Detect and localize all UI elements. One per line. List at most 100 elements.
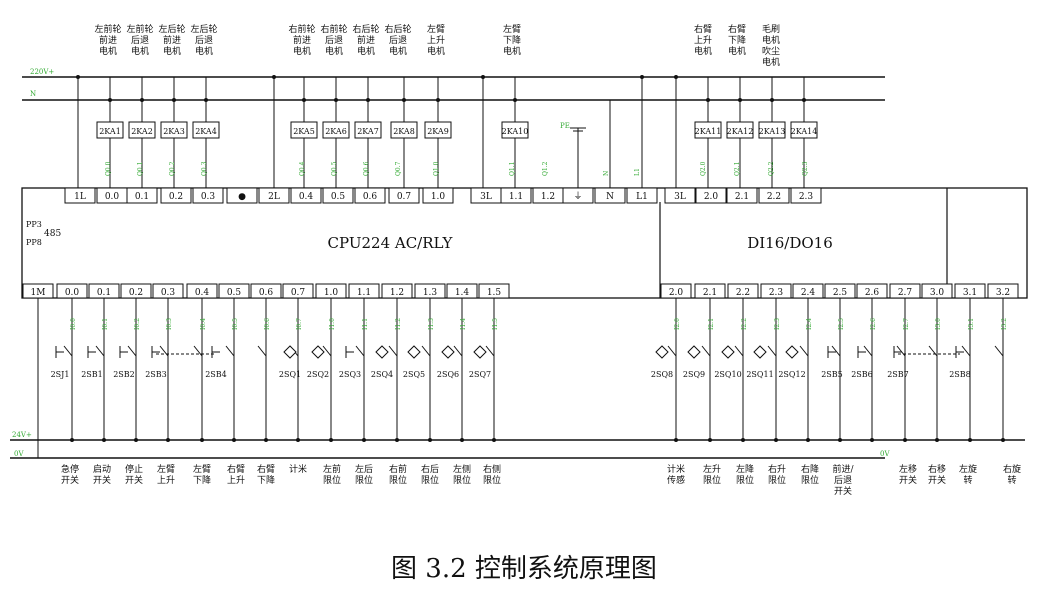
output-wire-label: L1 [634,168,641,176]
output-terminal [500,187,532,204]
input-terminal-label: 0.7 [291,288,306,298]
output-terminal [290,187,322,204]
device-label: 2SB3 [145,370,167,379]
switch-contact [994,345,1004,357]
plc-port-2: PP8 [26,238,42,247]
junction-dot [770,98,774,102]
input-wire-label: I2.2 [741,318,748,330]
output-wire-label: Q0.4 [299,161,306,176]
input-terminal-label: 2.4 [801,288,816,298]
junction-dot [366,98,370,102]
motor-label: 右臂下降电机 [728,23,746,57]
input-wire-label: I2.3 [774,318,781,330]
junction-dot [402,98,406,102]
device-label: 2SB4 [205,370,227,379]
input-terminal-label: 3.2 [996,288,1010,298]
output-terminal [695,187,727,204]
input-wire-label: I1.2 [395,318,402,330]
input-wire-label: I3.1 [968,318,975,330]
bottom-label: 右移开关 [928,463,946,486]
input-wire-label: I3.2 [1001,318,1008,330]
input-terminal-label: 0.4 [195,288,210,298]
input-wire-label: I0.4 [200,318,207,330]
relay-label: 2KA14 [791,127,818,136]
input-terminal-label: 0.6 [259,288,274,298]
input-terminal-label: 2.6 [865,288,880,298]
motor-label: 左臂下降电机 [503,23,521,57]
sensor-symbol [283,345,297,359]
output-terminal [594,187,626,204]
output-terminal [626,187,658,204]
bottom-label: 右前限位 [389,463,407,486]
input-wire-label: I1.0 [329,318,336,330]
output-terminal [126,187,158,204]
rail-0v-right-label: 0V [880,450,890,458]
switch-contact [667,345,677,357]
input-wire-label: I1.1 [362,318,369,330]
bottom-label: 左侧限位 [453,463,471,486]
sensor-symbol [687,345,701,359]
bottom-label: 右降限位 [801,463,819,486]
device-label: 2SQ6 [437,370,459,379]
device-label: 2SB8 [949,370,971,379]
sensor-symbol [753,345,767,359]
rail-24v-label: 24V+ [12,431,32,439]
input-wire-label: I2.5 [838,318,845,330]
junction-dot [172,98,176,102]
input-terminal-label: 2.1 [703,288,717,298]
junction-dot [436,98,440,102]
switch-contact [95,345,105,357]
input-wire-label: I0.1 [102,318,109,330]
input-terminal-label: 3.0 [930,288,945,298]
output-wire-label: Q2.0 [700,161,707,176]
bottom-label: 计米 [289,463,307,475]
junction-dot [706,98,710,102]
output-wire-label: Q0.6 [363,161,370,176]
sensor-symbol [473,345,487,359]
rail-n-label: N [30,90,36,98]
output-terminal [758,187,790,204]
switch-contact [767,345,777,357]
output-terminal-label: ⏚ [573,191,582,202]
output-terminal-label: 2.0 [704,192,719,202]
motor-label: 左前轮后退电机 [126,23,153,57]
bottom-label: 右臂下降 [257,463,275,486]
switch-contact [799,345,809,357]
bottom-label: 左移开关 [899,463,917,486]
output-terminal [322,187,354,204]
output-terminal [422,187,454,204]
junction-dot [108,98,112,102]
output-terminal-label: 1.0 [431,192,446,202]
output-terminal-label: 0.7 [397,192,412,202]
output-wire-label: Q2.3 [802,161,809,176]
input-terminal-label: 2.5 [833,288,848,298]
output-wire-label: Q0.5 [331,161,338,176]
junction-dot [140,98,144,102]
bottom-label: 左臂下降 [193,463,211,486]
relay-label: 2KA12 [727,127,754,136]
motor-labels: 左前轮前进电机左前轮后退电机左后轮前进电机左后轮后退电机右前轮前进电机右前轮后退… [94,23,780,68]
output-terminal-label: 0.4 [299,192,314,202]
output-wire-label: Q0.3 [201,161,208,176]
sensor-symbol [441,345,455,359]
input-wire-label: I2.6 [870,318,877,330]
input-terminal-label: 0.1 [97,288,111,298]
motor-label: 毛刷电机吹尘电机 [762,23,780,68]
output-terminal [388,187,420,204]
switch-contact [257,345,267,357]
switch-contact [127,345,137,357]
junction-dot [204,98,208,102]
switch-contact [831,345,841,357]
switch-contact [355,345,365,357]
output-wire-label: Q0.1 [137,162,144,176]
input-terminal-label: 1.5 [487,288,502,298]
device-label: 2SQ10 [714,370,741,379]
switch-contact [421,345,431,357]
motor-label: 右后轮后退电机 [384,23,411,57]
output-wire-label: Q0.0 [105,161,112,176]
bottom-labels: 急停开关启动开关停止开关左臂上升左臂下降右臂上升右臂下降计米左前限位左后限位右前… [61,463,1021,497]
device-label: 2SQ9 [683,370,705,379]
device-label: 2SQ7 [469,370,491,379]
device-label: 2SQ11 [746,370,773,379]
